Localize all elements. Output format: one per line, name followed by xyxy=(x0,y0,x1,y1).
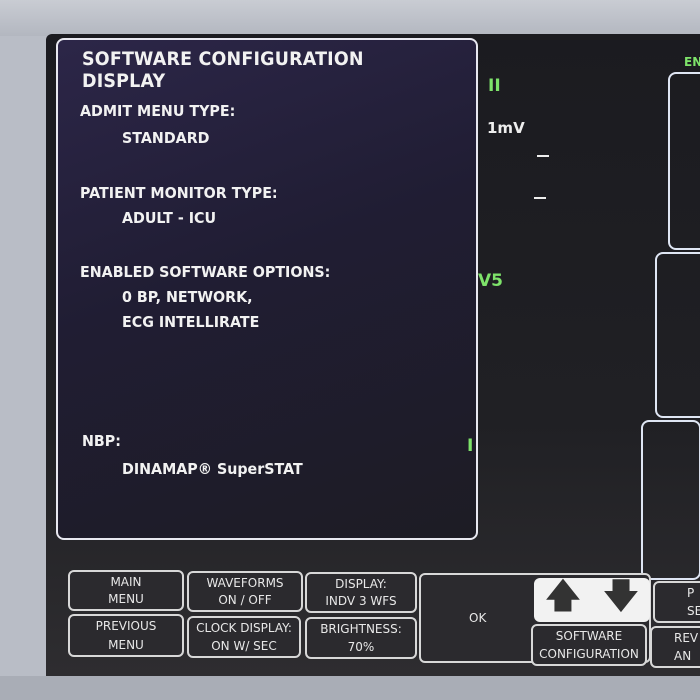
scale-1mv-label: 1mV xyxy=(487,119,525,137)
button-label: MENU xyxy=(108,637,144,652)
previous-menu-button[interactable]: PREVIOUS MENU xyxy=(68,614,184,657)
button-label: PREVIOUS xyxy=(95,619,157,634)
button-label: OK xyxy=(469,611,487,625)
nbp-label: NBP: xyxy=(82,432,121,450)
right-top-button[interactable]: P SE xyxy=(653,581,700,623)
display-button[interactable]: DISPLAY: INDV 3 WFS xyxy=(305,572,417,613)
arrow-down-icon[interactable]: 🡇 xyxy=(603,575,639,616)
enabled-options-line2: ECG INTELLIRATE xyxy=(122,313,260,331)
waveforms-on-off-button[interactable]: WAVEFORMS ON / OFF xyxy=(187,571,303,612)
arrow-up-icon[interactable]: 🡅 xyxy=(545,575,581,616)
nbp-value: DINAMAP® SuperSTAT xyxy=(122,460,303,478)
button-label: BRIGHTNESS: xyxy=(320,622,402,636)
button-label: MENU xyxy=(108,592,144,607)
brightness-button[interactable]: BRIGHTNESS: 70% xyxy=(305,617,417,659)
button-label: 70% xyxy=(347,640,375,654)
parameter-panel-1[interactable] xyxy=(668,72,700,250)
button-label: WAVEFORMS xyxy=(206,575,284,590)
button-label: INDV 3 WFS xyxy=(325,594,397,609)
lead-v5-label: V5 xyxy=(478,271,503,291)
button-label: SOFTWARE xyxy=(555,629,623,643)
admit-menu-type-label: ADMIT MENU TYPE: xyxy=(80,102,236,120)
button-label: CLOCK DISPLAY: xyxy=(196,621,292,635)
main-menu-button[interactable]: MAIN MENU xyxy=(68,570,184,611)
dialog-title: SOFTWARE CONFIGURATION DISPLAY xyxy=(82,48,364,92)
button-label: SE xyxy=(687,604,700,618)
software-configuration-dialog: SOFTWARE CONFIGURATION DISPLAY ADMIT MEN… xyxy=(56,38,478,540)
calibration-mark-top xyxy=(537,155,549,157)
lead-i-label: I xyxy=(467,436,474,456)
calibration-mark-bottom xyxy=(534,197,546,199)
parameter-panel-2[interactable] xyxy=(655,252,700,418)
enabled-options-line1: 0 BP, NETWORK, xyxy=(122,288,253,306)
scroll-arrows-button[interactable]: 🡅🡇 xyxy=(534,576,650,622)
button-label: AN xyxy=(674,649,692,663)
monitor-bezel-bottom xyxy=(0,676,700,700)
right-panel-label: EN xyxy=(684,55,700,69)
button-label: CONFIGURATION xyxy=(539,647,639,661)
parameter-panel-3[interactable] xyxy=(641,420,700,580)
software-configuration-button[interactable]: SOFTWARE CONFIGURATION xyxy=(531,624,647,666)
patient-monitor-type-value: ADULT - ICU xyxy=(122,209,217,227)
enabled-options-label: ENABLED SOFTWARE OPTIONS: xyxy=(80,263,331,281)
admit-menu-type-value: STANDARD xyxy=(122,129,210,147)
button-label: P xyxy=(687,586,695,600)
button-label: ON W/ SEC xyxy=(211,639,277,653)
patient-monitor-type-label: PATIENT MONITOR TYPE: xyxy=(80,184,278,202)
button-label: ON / OFF xyxy=(218,593,272,608)
button-label: DISPLAY: xyxy=(335,576,387,591)
right-bottom-button[interactable]: REV AN xyxy=(650,626,700,668)
button-label: REV xyxy=(674,631,699,645)
lead-ii-label: II xyxy=(488,76,501,96)
button-label: MAIN xyxy=(110,574,142,589)
monitor-bezel-top xyxy=(0,0,700,36)
clock-display-button[interactable]: CLOCK DISPLAY: ON W/ SEC xyxy=(187,616,301,658)
